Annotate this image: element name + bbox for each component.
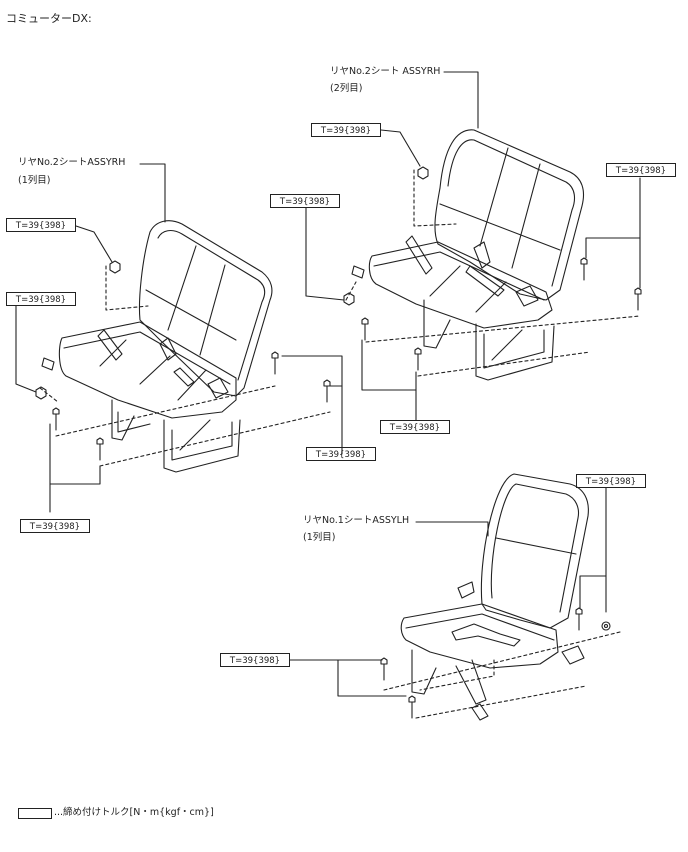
seat-row-label-row2: (2列目) [330, 83, 363, 94]
seat-label-rear-no2-rh-row1: リヤNo.2シートASSYRH [18, 157, 126, 168]
torque-box: T=39{398} [6, 292, 76, 306]
torque-box: T=39{398} [311, 123, 381, 137]
seat-row-label-row1-lh: (1列目) [303, 532, 336, 543]
torque-box: T=39{398} [20, 519, 90, 533]
legend-text: ...締め付けトルク[N・m{kgf・cm}] [54, 807, 214, 818]
torque-box: T=39{398} [576, 474, 646, 488]
legend-torque-symbol [18, 808, 52, 819]
seat-rear-no2-rh-row1-illustration [15, 163, 343, 513]
page-title: コミューターDX: [6, 12, 92, 25]
torque-box: T=39{398} [606, 163, 676, 177]
torque-box: T=39{398} [306, 447, 376, 461]
torque-box: T=39{398} [380, 420, 450, 434]
torque-box: T=39{398} [6, 218, 76, 232]
seat-rear-no2-rh-row2-illustration [305, 71, 642, 421]
seat-row-label-row1: (1列目) [18, 175, 51, 186]
seat-label-rear-no2-rh-row2: リヤNo.2シート ASSYRH [330, 66, 441, 77]
torque-box: T=39{398} [270, 194, 340, 208]
seat-rear-no1-lh-row1-illustration [289, 473, 621, 721]
seat-label-rear-no1-lh-row1: リヤNo.1シートASSYLH [303, 515, 410, 526]
